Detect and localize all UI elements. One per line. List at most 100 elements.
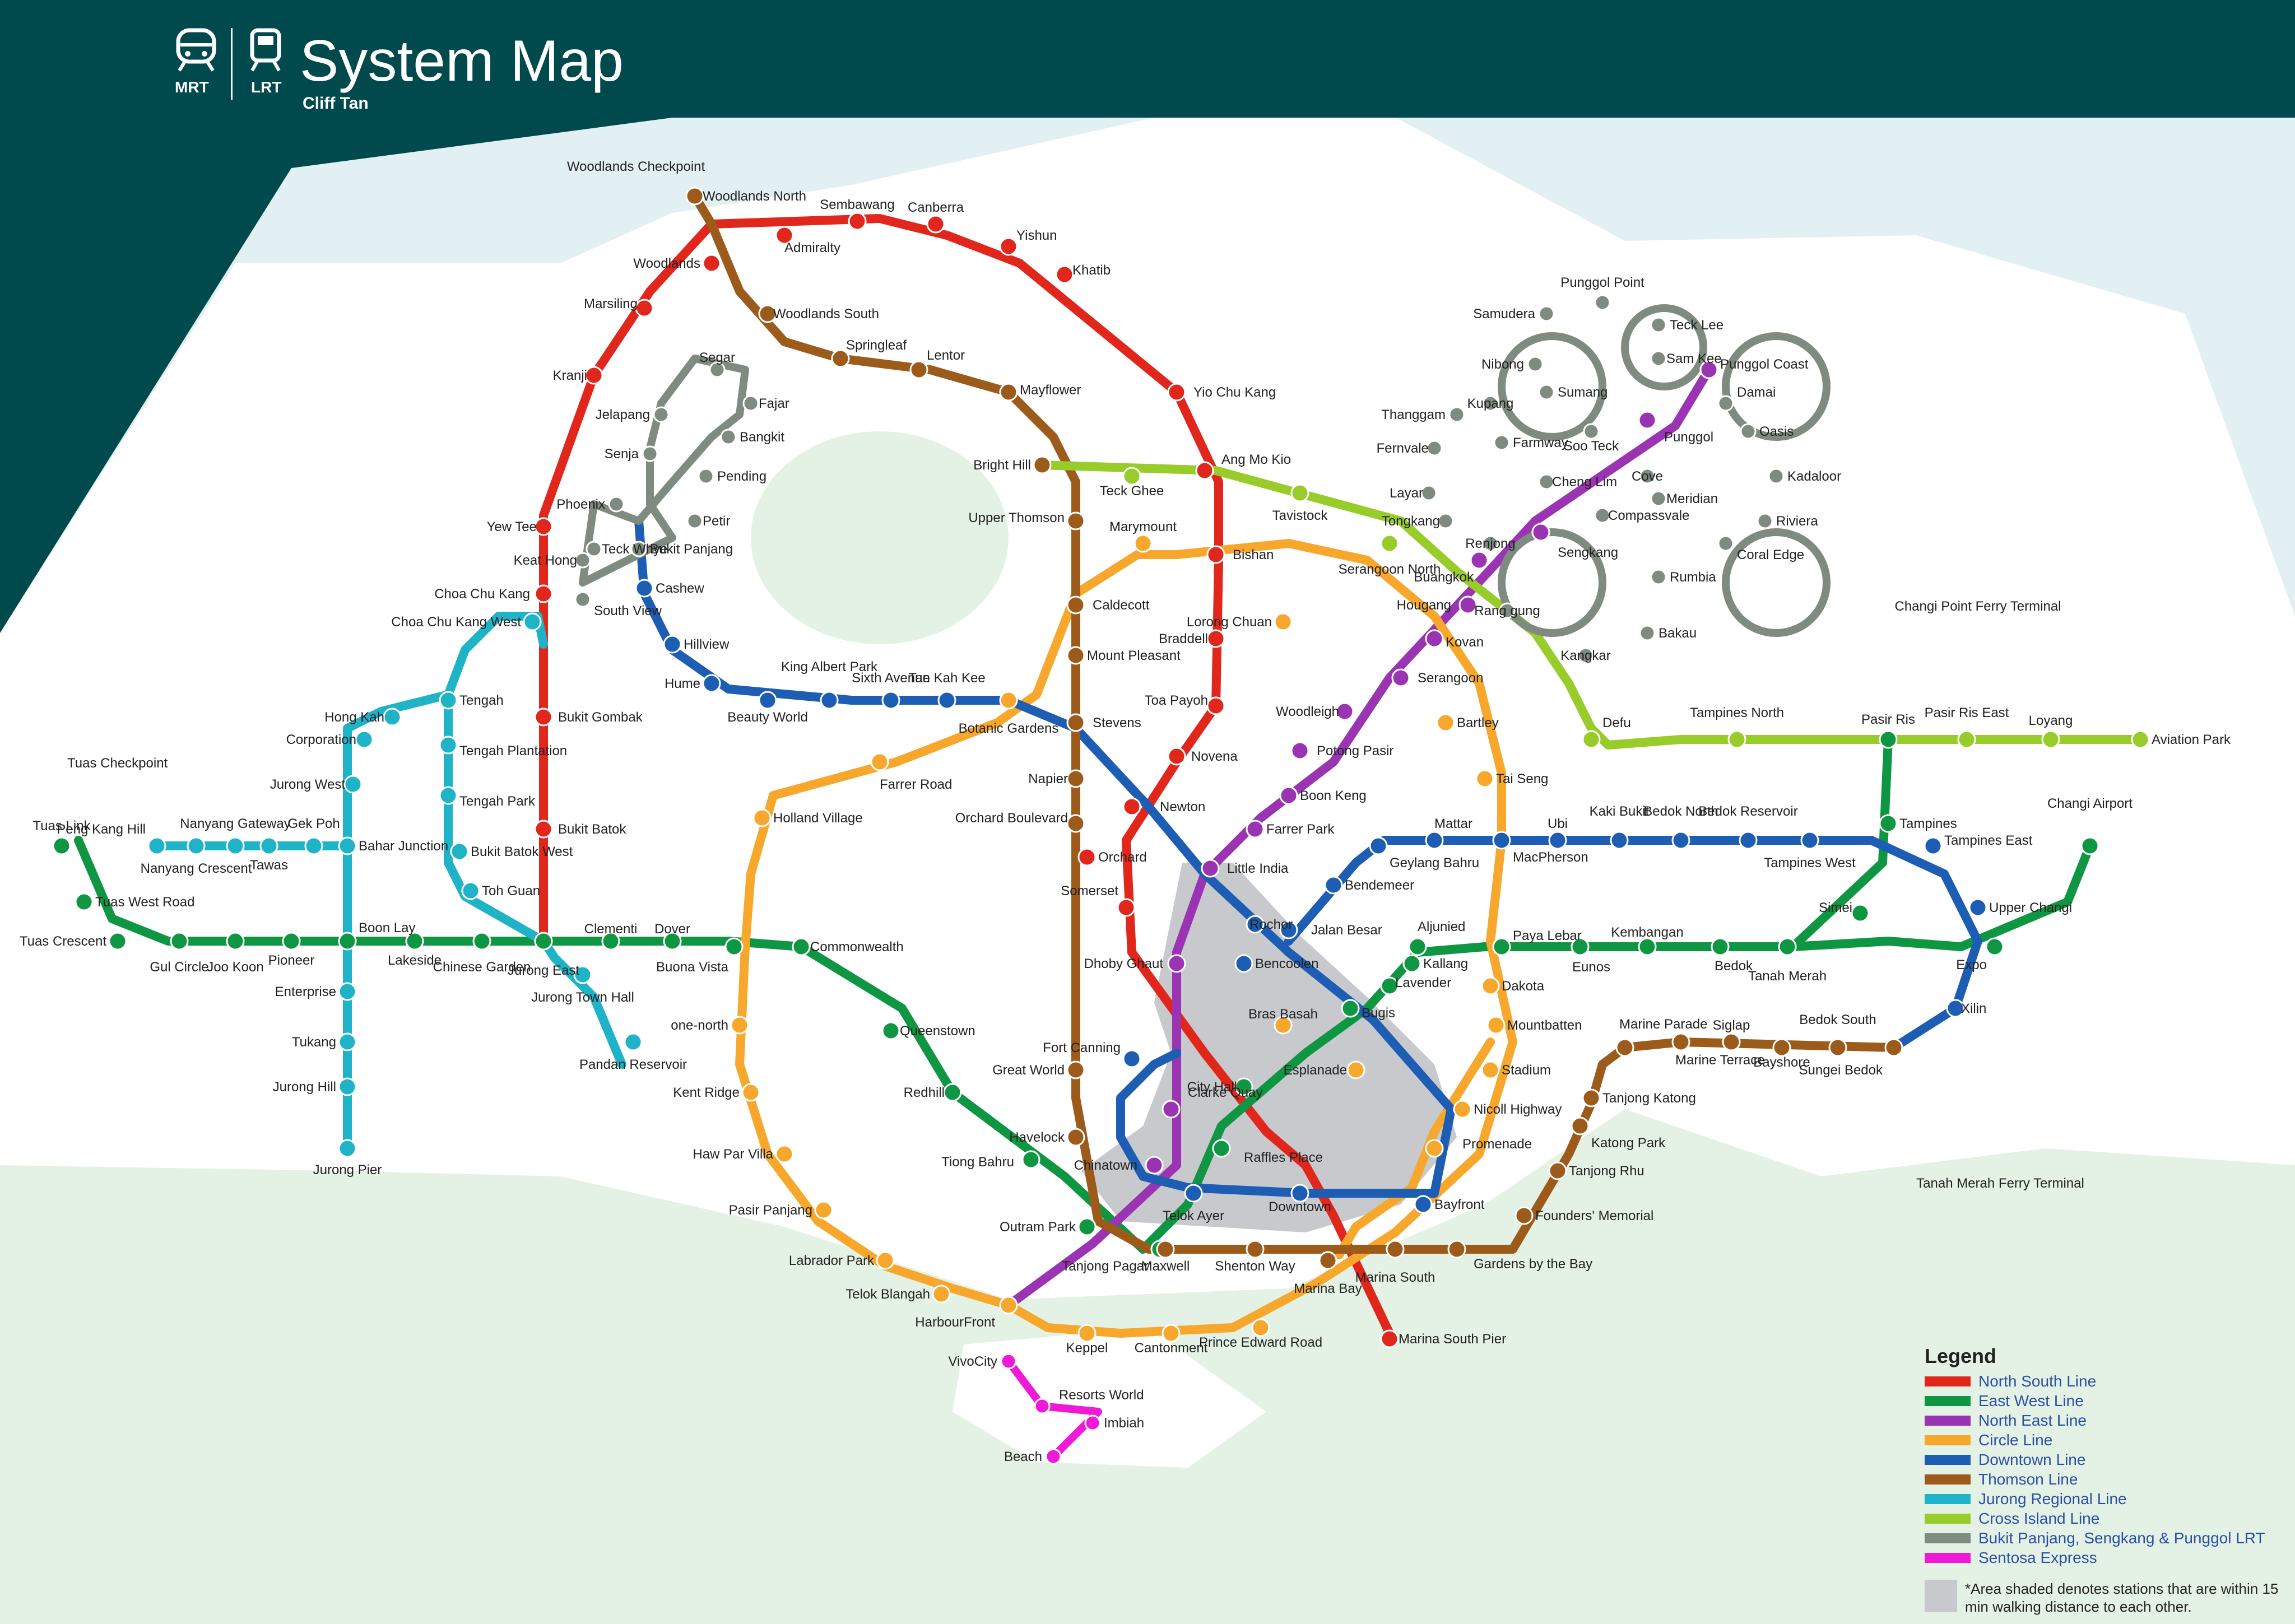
station-marker[interactable] xyxy=(1475,769,1494,788)
station-marker[interactable] xyxy=(1145,1156,1164,1175)
station-marker[interactable] xyxy=(573,965,592,984)
station-marker[interactable] xyxy=(635,299,654,318)
station-marker[interactable] xyxy=(1122,467,1141,486)
station-marker[interactable] xyxy=(1380,1329,1399,1348)
station-marker[interactable] xyxy=(586,541,602,557)
station-marker[interactable] xyxy=(709,361,726,378)
station-marker[interactable] xyxy=(1195,461,1214,480)
station-marker[interactable] xyxy=(1538,473,1555,490)
station-marker[interactable] xyxy=(1162,1100,1181,1119)
station-marker[interactable] xyxy=(1482,395,1499,412)
station-marker[interactable] xyxy=(1639,625,1656,641)
station-marker[interactable] xyxy=(1486,1016,1506,1035)
station-marker[interactable] xyxy=(724,937,744,956)
station-marker[interactable] xyxy=(1184,1184,1203,1203)
station-marker[interactable] xyxy=(108,932,127,951)
station-marker[interactable] xyxy=(1768,468,1785,485)
station-marker[interactable] xyxy=(338,836,357,855)
station-marker[interactable] xyxy=(75,892,94,911)
station-marker[interactable] xyxy=(624,1032,643,1051)
station-marker[interactable] xyxy=(1021,1150,1040,1169)
station-marker[interactable] xyxy=(1290,483,1309,502)
station-marker[interactable] xyxy=(338,1077,357,1096)
station-marker[interactable] xyxy=(1162,1324,1181,1343)
station-marker[interactable] xyxy=(170,932,189,951)
station-marker[interactable] xyxy=(1156,1240,1175,1259)
station-marker[interactable] xyxy=(355,730,374,749)
station-marker[interactable] xyxy=(1077,1217,1097,1236)
station-marker[interactable] xyxy=(1033,455,1052,474)
station-marker[interactable] xyxy=(383,708,402,727)
station-marker[interactable] xyxy=(742,395,759,412)
station-marker[interactable] xyxy=(1582,1088,1601,1108)
station-marker[interactable] xyxy=(1447,1240,1466,1259)
station-marker[interactable] xyxy=(1436,713,1455,732)
station-marker[interactable] xyxy=(848,212,867,231)
station-marker[interactable] xyxy=(608,496,625,513)
station-marker[interactable] xyxy=(1453,1100,1472,1119)
station-marker[interactable] xyxy=(1425,1139,1444,1158)
station-marker[interactable] xyxy=(2080,836,2099,855)
station-marker[interactable] xyxy=(601,932,620,951)
station-marker[interactable] xyxy=(1481,976,1500,995)
station-marker[interactable] xyxy=(1583,423,1600,440)
station-marker[interactable] xyxy=(534,708,553,727)
station-marker[interactable] xyxy=(876,1251,895,1270)
station-marker[interactable] xyxy=(405,932,424,951)
station-marker[interactable] xyxy=(1610,831,1629,850)
station-marker[interactable] xyxy=(1671,1032,1690,1051)
station-marker[interactable] xyxy=(1425,629,1444,648)
station-marker[interactable] xyxy=(1594,294,1611,311)
station-marker[interactable] xyxy=(282,932,301,951)
station-marker[interactable] xyxy=(909,360,928,379)
station-marker[interactable] xyxy=(1639,468,1656,485)
station-marker[interactable] xyxy=(720,429,737,445)
station-marker[interactable] xyxy=(758,304,777,323)
station-marker[interactable] xyxy=(1437,513,1454,529)
station-marker[interactable] xyxy=(1206,629,1225,648)
station-marker[interactable] xyxy=(1957,730,1976,749)
station-marker[interactable] xyxy=(999,383,1018,402)
station-marker[interactable] xyxy=(1402,954,1421,973)
station-marker[interactable] xyxy=(534,932,553,951)
station-marker[interactable] xyxy=(663,932,682,951)
station-marker[interactable] xyxy=(1499,602,1516,619)
station-marker[interactable] xyxy=(338,982,357,1001)
station-marker[interactable] xyxy=(1481,1060,1500,1079)
station-marker[interactable] xyxy=(1571,1116,1590,1136)
station-marker[interactable] xyxy=(1946,999,1965,1018)
station-marker[interactable] xyxy=(1380,976,1399,995)
station-marker[interactable] xyxy=(304,836,323,855)
station-marker[interactable] xyxy=(450,842,469,861)
station-marker[interactable] xyxy=(1167,383,1186,402)
station-marker[interactable] xyxy=(1924,836,1943,855)
station-marker[interactable] xyxy=(686,513,703,529)
station-marker[interactable] xyxy=(1470,551,1489,570)
station-marker[interactable] xyxy=(534,820,553,839)
station-marker[interactable] xyxy=(1341,999,1360,1018)
station-marker[interactable] xyxy=(1968,898,1987,917)
station-marker[interactable] xyxy=(259,836,278,855)
station-marker[interactable] xyxy=(1274,1016,1293,1035)
station-marker[interactable] xyxy=(52,836,71,855)
station-marker[interactable] xyxy=(999,1296,1018,1315)
station-marker[interactable] xyxy=(1000,1353,1017,1370)
station-marker[interactable] xyxy=(1380,534,1399,553)
station-marker[interactable] xyxy=(1717,395,1734,412)
station-marker[interactable] xyxy=(1492,831,1511,850)
station-marker[interactable] xyxy=(1391,668,1410,687)
station-marker[interactable] xyxy=(881,691,900,710)
station-marker[interactable] xyxy=(439,786,458,805)
station-marker[interactable] xyxy=(635,579,654,598)
station-marker[interactable] xyxy=(702,254,721,273)
station-marker[interactable] xyxy=(999,237,1018,256)
station-marker[interactable] xyxy=(1548,831,1567,850)
station-marker[interactable] xyxy=(1538,305,1555,322)
station-marker[interactable] xyxy=(1066,814,1085,833)
station-marker[interactable] xyxy=(1122,797,1141,816)
station-marker[interactable] xyxy=(338,1032,357,1051)
station-marker[interactable] xyxy=(1531,523,1550,542)
station-marker[interactable] xyxy=(1133,534,1153,553)
station-marker[interactable] xyxy=(926,215,945,234)
station-marker[interactable] xyxy=(1066,1060,1085,1079)
